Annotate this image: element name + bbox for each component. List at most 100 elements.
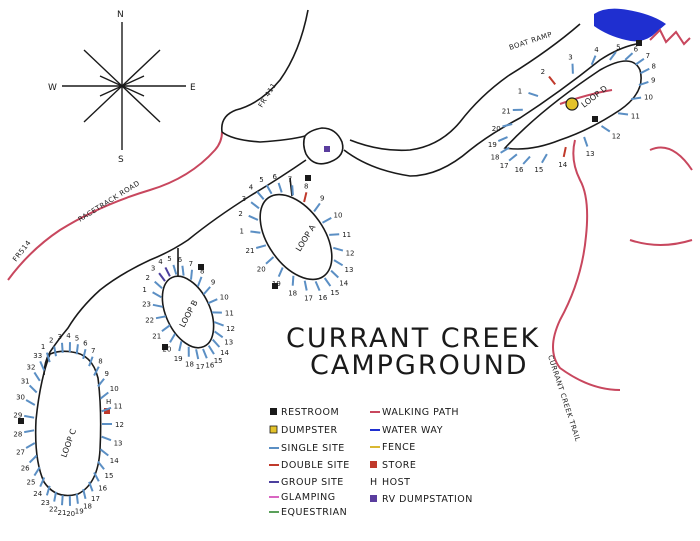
campsite-marker <box>152 303 163 308</box>
compass-west: W <box>48 83 57 93</box>
campsite-marker <box>75 493 79 504</box>
campsite-number: 8 <box>304 183 308 191</box>
legend-host-icon: H <box>370 477 378 488</box>
campsite-marker <box>195 349 200 360</box>
campsite-marker <box>303 280 308 291</box>
campsite-number: 33 <box>33 352 42 360</box>
campsite-number: 27 <box>16 448 25 456</box>
campsite-number: 32 <box>27 364 36 372</box>
campsite-number: 3 <box>151 265 155 273</box>
campsite-number: 8 <box>98 358 102 366</box>
campsite-marker <box>169 333 176 343</box>
legend-dumpster: DUMPSTER <box>281 425 338 436</box>
main-road <box>43 9 637 376</box>
store-icon <box>104 408 110 414</box>
campsite-number: 19 <box>488 141 497 149</box>
legend-restroom-icon <box>270 408 277 415</box>
campsite-number: 18 <box>288 290 297 298</box>
campsite-number: 7 <box>646 52 650 60</box>
campsite-marker <box>82 488 87 500</box>
campsite-number: 23 <box>142 300 151 308</box>
campsite-marker <box>97 460 105 470</box>
campsite-number: 11 <box>631 112 640 120</box>
campsite-number: 4 <box>66 332 71 340</box>
campsite-number: 12 <box>226 325 235 333</box>
campsite-marker <box>24 414 35 419</box>
campsite-number: 20 <box>162 345 171 353</box>
campsite-marker <box>93 472 100 482</box>
campsite-number: 15 <box>534 166 543 174</box>
campsite-marker <box>250 201 260 210</box>
campsite-number: 30 <box>16 394 25 402</box>
campsite-marker <box>265 256 275 265</box>
campsite-number: 5 <box>75 334 79 342</box>
campsite-number: 16 <box>515 166 524 174</box>
campsite-marker <box>25 399 36 406</box>
campsite-number: 18 <box>491 153 500 161</box>
campsite-marker <box>88 356 94 367</box>
loop-a-label: LOOP A <box>294 223 318 253</box>
campsite-marker <box>541 153 548 164</box>
campsite-number: 2 <box>238 210 242 218</box>
campsite-marker <box>202 348 208 359</box>
walking-path-trail <box>552 89 693 391</box>
campsite-number: 12 <box>346 250 355 258</box>
campsite-marker <box>617 112 629 116</box>
campsite-number: 17 <box>196 363 205 371</box>
campsite-marker <box>172 264 178 275</box>
campsite-number: 3 <box>568 54 572 62</box>
campsite-number: 5 <box>616 43 620 51</box>
campsite-number: 2 <box>541 68 545 76</box>
campsite-marker <box>164 266 171 277</box>
compass-east: E <box>190 83 196 93</box>
campsite-marker <box>291 275 295 286</box>
campsite-number: 14 <box>110 457 119 465</box>
campsite-number: 6 <box>634 45 639 53</box>
campsite-marker <box>213 321 224 327</box>
legend-restroom: RESTROOM <box>281 407 339 418</box>
campsite-number: 6 <box>273 173 278 181</box>
campsite-number: 18 <box>185 361 194 369</box>
campsite-marker <box>631 96 642 101</box>
campsite-number: 14 <box>220 349 229 357</box>
campsite-marker <box>152 291 162 299</box>
campsite-number: 21 <box>58 509 67 517</box>
campsite-number: 1 <box>240 228 244 236</box>
campsite-number: 19 <box>272 280 281 288</box>
campsite-number: 16 <box>98 485 107 493</box>
campsite-marker <box>202 286 211 296</box>
racetrack-label: RACETRACK ROAD <box>77 179 142 224</box>
restroom-icon <box>18 418 24 424</box>
campsite-marker <box>508 153 518 162</box>
campsite-number: 13 <box>224 338 233 346</box>
campsite-number: 8 <box>200 267 204 275</box>
legend: RESTROOM DUMPSTER SINGLE SITE DOUBLE SIT… <box>269 407 472 518</box>
campsite-number: 12 <box>115 421 124 429</box>
racetrack-road <box>7 131 223 281</box>
campsite-number: 15 <box>214 357 223 365</box>
title-line-1: CURRANT CREEK <box>286 323 540 354</box>
campsite-number: 16 <box>205 362 214 370</box>
campsite-number: 29 <box>13 412 22 420</box>
campsite-number: 21 <box>502 107 511 115</box>
campsite-marker <box>333 259 344 267</box>
campsite-marker <box>211 338 221 348</box>
campsite-number: 10 <box>220 293 229 301</box>
campsite-marker <box>61 342 64 353</box>
campsite-number: 20 <box>66 510 75 518</box>
campsite-number: 25 <box>27 478 36 486</box>
campsite-marker <box>53 491 57 502</box>
legend-glamping: GLAMPING <box>281 492 336 503</box>
campsite-number: 8 <box>652 62 656 70</box>
campsite-marker <box>178 341 183 352</box>
campsite-number: 13 <box>586 150 595 158</box>
campsite-number: 5 <box>259 176 263 184</box>
campsite-marker <box>39 360 46 371</box>
title-line-2: CAMPGROUND <box>310 350 529 381</box>
campsite-number: 1 <box>41 343 45 351</box>
campsite-marker <box>207 345 215 355</box>
restroom-icon <box>636 40 642 46</box>
campsite-marker <box>624 52 634 61</box>
rv-dumpstation-icon <box>324 146 330 152</box>
